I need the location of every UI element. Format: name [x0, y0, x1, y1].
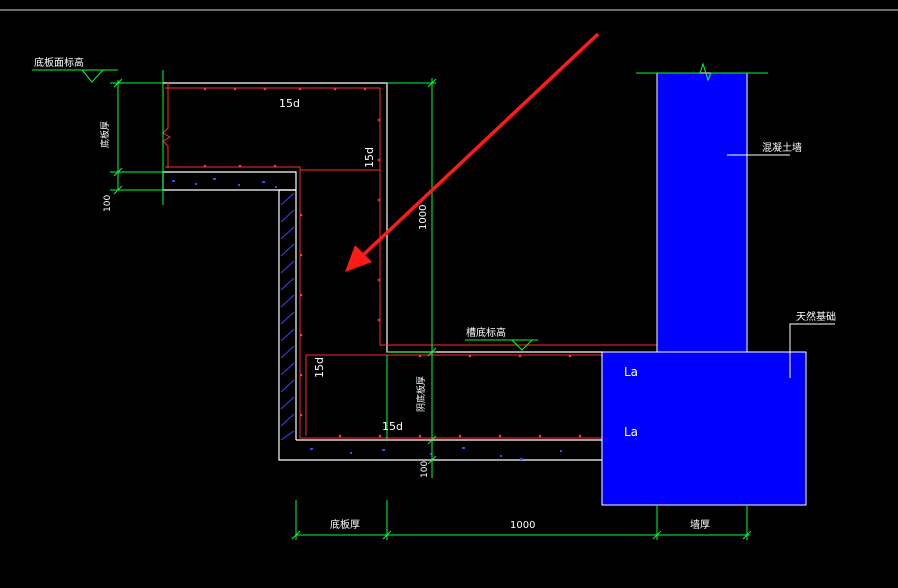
dim-bottom-1000-label: 1000 — [510, 520, 535, 531]
dim-100-lower: 100 — [420, 461, 430, 478]
column — [656, 72, 748, 353]
dim-1000-vertical: 1000 — [418, 205, 429, 230]
wall-hatch — [280, 192, 295, 441]
la-lower-label: La — [624, 425, 638, 439]
column-break-line — [636, 62, 768, 82]
dim-15d-top: 15d — [279, 97, 300, 110]
dim-15d-pit-left: 15d — [313, 357, 326, 378]
rebar-dots — [203, 87, 582, 438]
concrete-outline — [162, 82, 602, 461]
dim-bottom-wall-label: 墙厚 — [690, 518, 710, 531]
slab-thickness-label: 底板厚 — [99, 121, 111, 148]
pit-level-label: 槽底标高 — [466, 326, 506, 339]
dim-bottom-slab-label: 底板厚 — [330, 518, 360, 531]
column-label: 混凝土墙 — [762, 141, 802, 154]
lean-concrete-specks — [172, 178, 562, 460]
pit-slab-thickness-label: 阴底板厚 — [415, 376, 427, 412]
leader-lines — [727, 154, 835, 378]
dim-100-upper: 100 — [103, 195, 113, 212]
dim-15d-right: 15d — [363, 147, 376, 168]
foundation — [601, 351, 807, 506]
red-arrow — [345, 32, 600, 272]
dimension-lines — [32, 69, 752, 540]
foundation-label: 天然基础 — [796, 310, 836, 323]
dim-15d-bottom: 15d — [382, 420, 403, 433]
la-upper-label: La — [624, 365, 638, 379]
top-level-label: 底板面标高 — [34, 56, 84, 69]
